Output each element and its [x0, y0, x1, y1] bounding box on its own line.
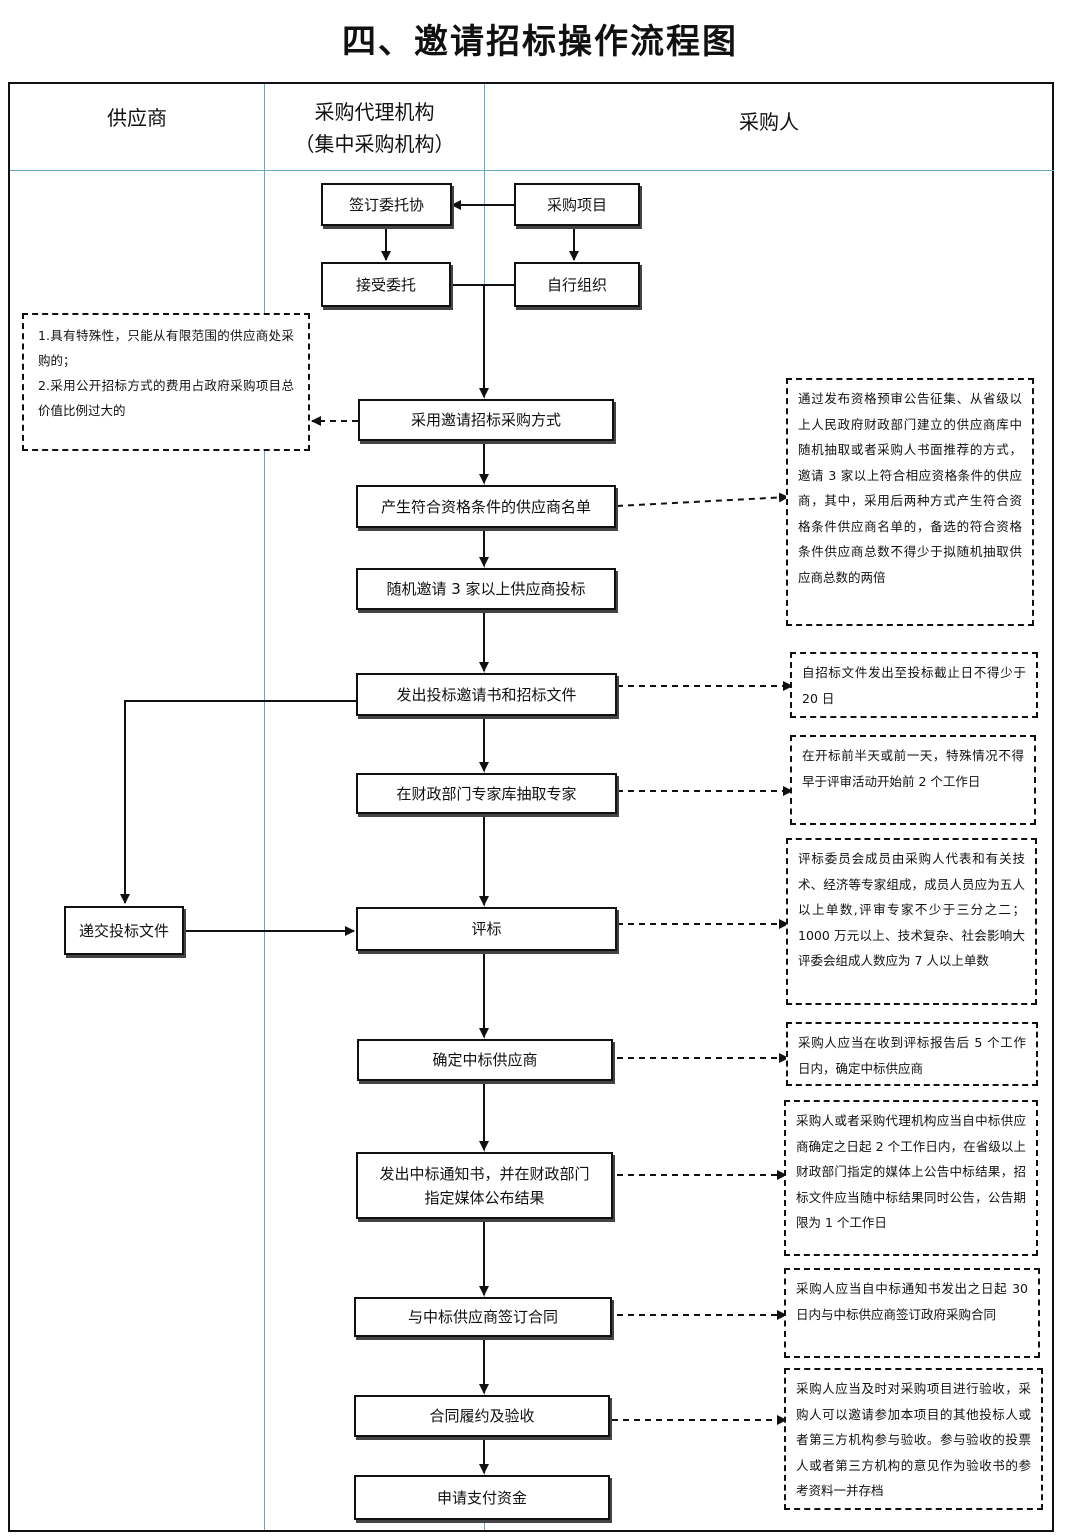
- box-sign-entrust: 签订委托协: [321, 183, 452, 226]
- box-notice: 发出中标通知书，并在财政部门 指定媒体公布结果: [356, 1152, 613, 1219]
- note-contract: 采购人应当自中标通知书发出之日起 30 日内与中标供应商签订政府采购合同: [784, 1268, 1040, 1358]
- box-winner: 确定中标供应商: [357, 1039, 613, 1081]
- note-evaluate: 评标委员会成员由采购人代表和有关技术、经济等专家组成，成员人员应为五人以上单数,…: [786, 838, 1037, 1005]
- note-condition-2: 2.采用公开招标方式的费用占政府采购项目总价值比例过大的: [38, 378, 294, 418]
- box-payment: 申请支付资金: [354, 1475, 610, 1520]
- box-qualified-list: 产生符合资格条件的供应商名单: [356, 485, 616, 528]
- box-notice-line1: 发出中标通知书，并在财政部门: [379, 1164, 590, 1183]
- dashed-arrow-qualified-note: [616, 492, 789, 507]
- lane-header-agency-line2: （集中采购机构）: [294, 132, 455, 156]
- lane-header-supplier: 供应商: [107, 106, 167, 130]
- box-notice-line2: 指定媒体公布结果: [424, 1188, 545, 1207]
- box-evaluate: 评标: [356, 907, 617, 951]
- note-issue-docs: 自招标文件发出至投标截止日不得少于 20 日: [790, 652, 1038, 718]
- box-accept-entrust: 接受委托: [321, 262, 451, 307]
- header-divider: [10, 170, 1054, 171]
- page-title: 四、邀请招标操作流程图: [342, 22, 738, 62]
- box-experts: 在财政部门专家库抽取专家: [356, 773, 617, 814]
- lane-header-agency-line1: 采购代理机构: [314, 100, 435, 124]
- box-contract: 与中标供应商签订合同: [354, 1297, 612, 1337]
- box-acceptance: 合同履约及验收: [354, 1395, 610, 1437]
- note-notice: 采购人或者采购代理机构应当自中标供应商确定之日起 2 个工作日内，在省级以上财政…: [784, 1100, 1038, 1256]
- box-self-organize: 自行组织: [514, 262, 640, 307]
- box-issue-docs: 发出投标邀请书和招标文件: [356, 673, 617, 716]
- note-condition-1: 1.具有特殊性，只能从有限范围的供应商处采购的；: [38, 328, 294, 368]
- note-winner: 采购人应当在收到评标报告后 5 个工作日内，确定中标供应商: [786, 1022, 1038, 1086]
- note-experts: 在开标前半天或前一天，特殊情况不得早于评审活动开始前 2 个工作日: [790, 735, 1036, 825]
- lane-header-agency: 采购代理机构 （集中采购机构）: [265, 96, 484, 160]
- lane-header-purchaser: 采购人: [739, 110, 799, 134]
- box-invite-method: 采用邀请招标采购方式: [358, 399, 614, 441]
- box-random-invite: 随机邀请 3 家以上供应商投标: [356, 568, 616, 610]
- diagram-frame: [8, 82, 1054, 1532]
- note-invite-conditions: 1.具有特殊性，只能从有限范围的供应商处采购的； 2.采用公开招标方式的费用占政…: [22, 313, 310, 451]
- arrow-docs-to-supplier: [120, 700, 357, 904]
- lane-divider-supplier: [264, 84, 265, 1530]
- note-qualified-list: 通过发布资格预审公告征集、从省级以上人民政府财政部门建立的供应商库中随机抽取或者…: [786, 378, 1034, 626]
- box-submit-bid: 递交投标文件: [64, 906, 184, 955]
- box-purchase-project: 采购项目: [514, 183, 640, 226]
- note-acceptance: 采购人应当及时对采购项目进行验收，采购人可以邀请参加本项目的其他投标人或者第三方…: [784, 1368, 1043, 1510]
